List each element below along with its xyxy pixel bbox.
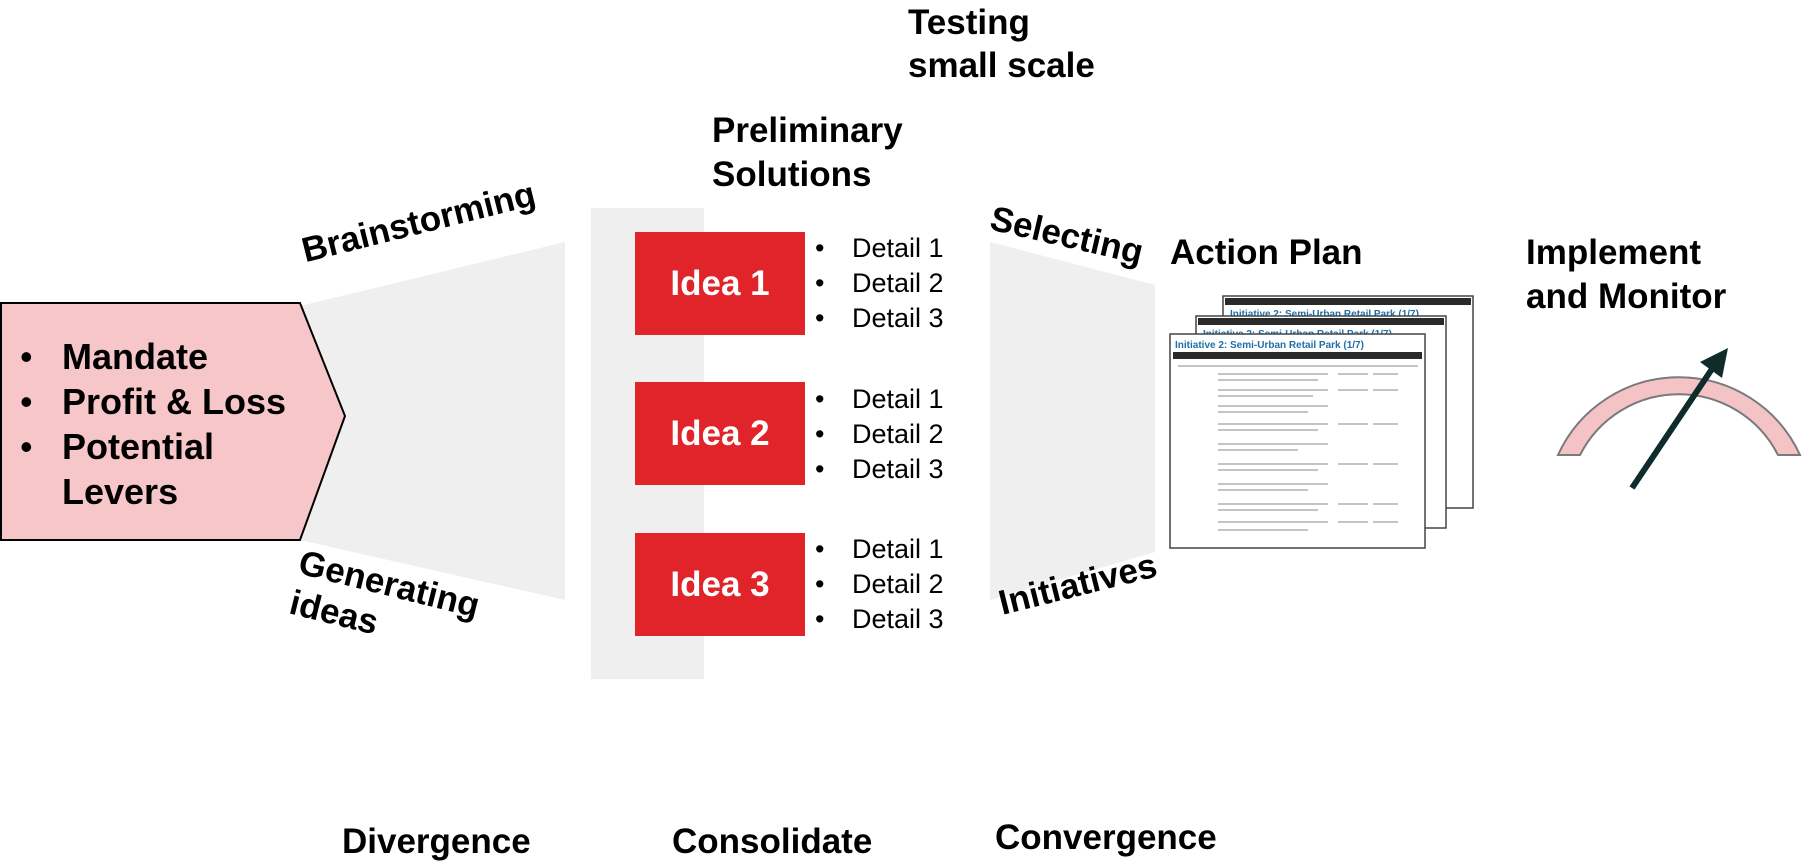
idea-1-details: Detail 1 Detail 2 Detail 3 (810, 231, 944, 336)
preliminary-label-line2: Solutions (712, 155, 872, 194)
idea-1-detail-2: Detail 2 (810, 266, 944, 301)
phase-consolidate: Consolidate (672, 822, 873, 861)
idea-box-2: Idea 2 (635, 382, 805, 485)
idea-2-detail-1: Detail 1 (810, 382, 944, 417)
testing-label-line1: Testing (908, 3, 1030, 42)
gauge-arc (1556, 376, 1802, 456)
idea-1-detail-1: Detail 1 (810, 231, 944, 266)
input-item-potential: Potential (2, 424, 286, 469)
gauge-needle-tip (1700, 348, 1728, 378)
action-plan-documents: Initiative 2: Semi-Urban Retail Park (1/… (1169, 295, 1474, 549)
phase-divergence: Divergence (342, 822, 531, 861)
input-item-profit-loss: Profit & Loss (2, 379, 286, 424)
idea-3-detail-2: Detail 2 (810, 567, 944, 602)
testing-label-line2: small scale (908, 46, 1095, 85)
idea-2-detail-2: Detail 2 (810, 417, 944, 452)
document-page-front: Initiative 2: Semi-Urban Retail Park (1/… (1169, 333, 1426, 549)
idea-3-details: Detail 1 Detail 2 Detail 3 (810, 532, 944, 637)
idea-box-1: Idea 1 (635, 232, 805, 335)
idea-2-detail-3: Detail 3 (810, 452, 944, 487)
svg-text:Initiative 2: Semi-Urban Retai: Initiative 2: Semi-Urban Retail Park (1/… (1230, 309, 1419, 320)
phase-convergence: Convergence (995, 818, 1217, 857)
implement-label-line1: Implement (1526, 233, 1702, 272)
preliminary-label-line1: Preliminary (712, 111, 903, 150)
convergence-funnel (990, 242, 1155, 600)
idea-3-detail-1: Detail 1 (810, 532, 944, 567)
input-item-mandate: Mandate (2, 334, 286, 379)
input-list: Mandate Profit & Loss Potential Levers (2, 334, 286, 514)
idea-box-3: Idea 3 (635, 533, 805, 636)
action-plan-label: Action Plan (1170, 233, 1363, 272)
idea-2-details: Detail 1 Detail 2 Detail 3 (810, 382, 944, 487)
gauge-needle (1629, 358, 1721, 490)
input-item-levers: Levers (62, 471, 179, 512)
idea-3-detail-3: Detail 3 (810, 602, 944, 637)
divergence-funnel (300, 242, 565, 600)
svg-text:Initiative 2: Semi-Urban Retai: Initiative 2: Semi-Urban Retail Park (1/… (1175, 340, 1364, 351)
implement-label-line2: and Monitor (1526, 277, 1727, 316)
idea-1-detail-3: Detail 3 (810, 301, 944, 336)
